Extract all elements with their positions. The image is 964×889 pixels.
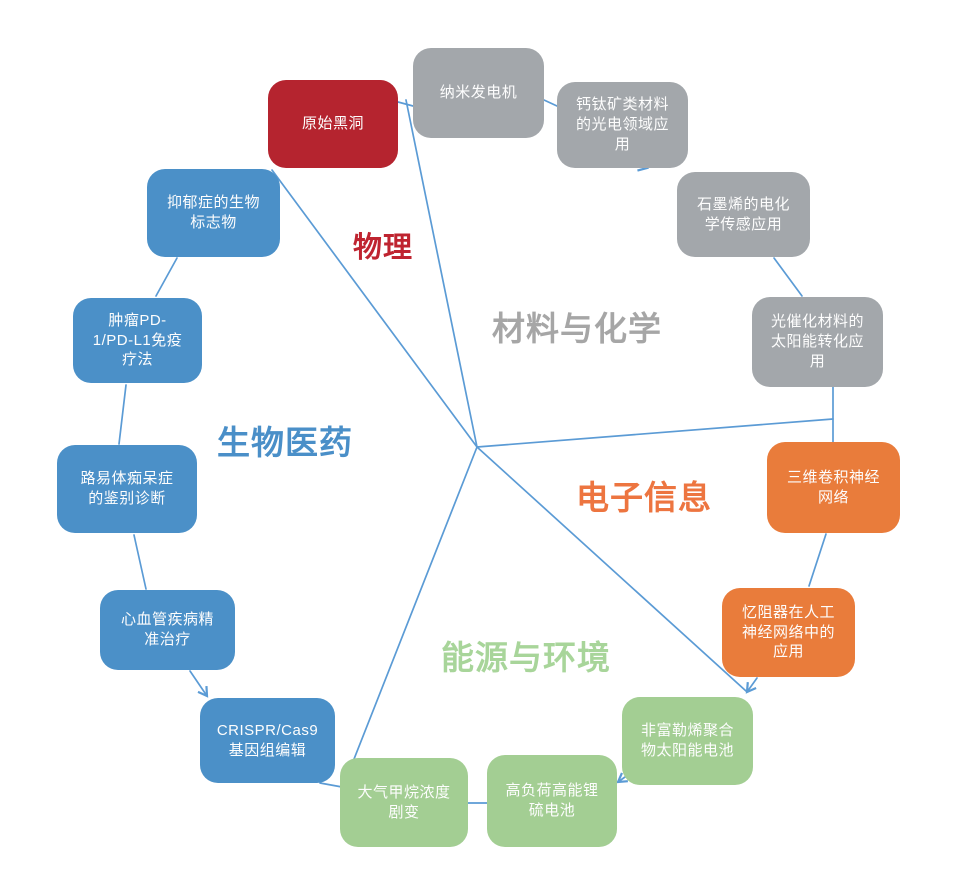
node-memristor-neural-network[interactable]: 忆阻器在人工 神经网络中的 应用: [722, 588, 855, 677]
link-pd1-lewy: [118, 384, 127, 445]
node-cardiovascular-precision-therapy[interactable]: 心血管疾病精 准治疗: [100, 590, 235, 670]
link-methane-junction: [319, 782, 343, 788]
spoke-nano-generator: [405, 99, 478, 448]
node-crispr-cas9-genome-editing[interactable]: CRISPR/Cas9 基因组编辑: [200, 698, 335, 783]
category-label-materials-chemistry: 材料与化学: [492, 310, 662, 347]
node-photocatalytic-solar-conversion[interactable]: 光催化材料的 太阳能转化应 用: [752, 297, 883, 387]
node-non-fullerene-polymer-solar-cell[interactable]: 非富勒烯聚合 物太阳能电池: [622, 697, 753, 785]
node-atmospheric-methane-shift[interactable]: 大气甲烷浓度 剧变: [340, 758, 468, 847]
spoke-primordial-black-hole: [271, 169, 478, 448]
node-graphene-electrochemical-sensing[interactable]: 石墨烯的电化 学传感应用: [677, 172, 810, 257]
node-nano-generator[interactable]: 纳米发电机: [413, 48, 544, 138]
category-label-electronics-information: 电子信息: [576, 479, 712, 516]
link-depression-pd1: [155, 257, 178, 297]
category-label-biomedicine: 生物医药: [217, 424, 353, 461]
spoke-electronics-junction: [476, 418, 834, 448]
node-primordial-black-hole[interactable]: 原始黑洞: [268, 80, 398, 168]
category-label-energy-environment: 能源与环境: [441, 639, 611, 676]
link-nonfullerene-lisbattery: [616, 772, 628, 784]
node-tumor-pd1-pdl1-immunotherapy[interactable]: 肿瘤PD- 1/PD-L1免疫 疗法: [73, 298, 202, 383]
link-blackhole-nano: [397, 101, 414, 107]
link-memristor-nonfullerene: [745, 677, 758, 694]
link-nano-perovskite: [543, 99, 558, 107]
node-perovskite-optoelectronics[interactable]: 钙钛矿类材料 的光电领域应 用: [557, 82, 688, 168]
link-lewy-cardio: [133, 534, 147, 590]
node-high-load-li-s-battery[interactable]: 高负荷高能锂 硫电池: [487, 755, 617, 847]
spoke-energy-junction: [476, 446, 747, 692]
node-3d-convolutional-neural-network[interactable]: 三维卷积神经 网络: [767, 442, 900, 533]
node-lewy-body-dementia-diagnosis[interactable]: 路易体痴呆症 的鉴别诊断: [57, 445, 197, 533]
category-label-physics: 物理: [353, 232, 414, 264]
node-depression-biomarkers[interactable]: 抑郁症的生物 标志物: [147, 169, 280, 257]
link-graphene-photocatalytic: [773, 257, 803, 297]
link-cardio-crispr: [189, 670, 209, 698]
link-conv3d-memristor: [808, 533, 827, 587]
spoke-biomed-junction: [342, 446, 478, 788]
